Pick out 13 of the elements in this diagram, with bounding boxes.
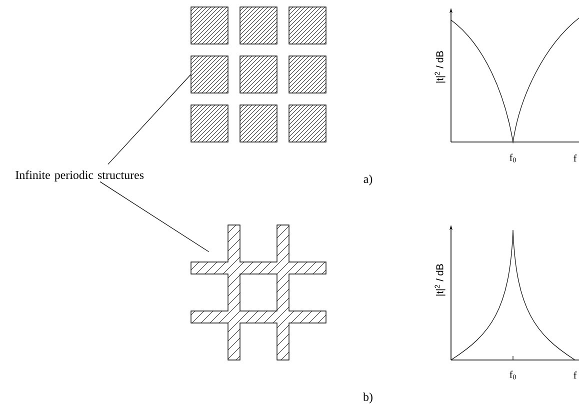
note-text: Infinite periodic structures	[16, 170, 144, 182]
panel-label: a)	[364, 174, 372, 186]
tick-label: f	[574, 154, 577, 162]
tick-label: f$_{0}$	[510, 370, 516, 380]
mesh-grid-drawing	[190, 224, 326, 360]
axis-label: |t|$^{2}$ / dB	[434, 51, 446, 83]
axis-label: |t|$^{2}$ / dB	[434, 264, 446, 296]
panel-label: b)	[363, 392, 372, 404]
leader-line	[108, 74, 192, 165]
tick-label: f	[574, 372, 577, 379]
leader-line	[100, 181, 210, 252]
hatched-square	[190, 56, 228, 94]
tick-label: f$_{0}$	[510, 154, 516, 162]
